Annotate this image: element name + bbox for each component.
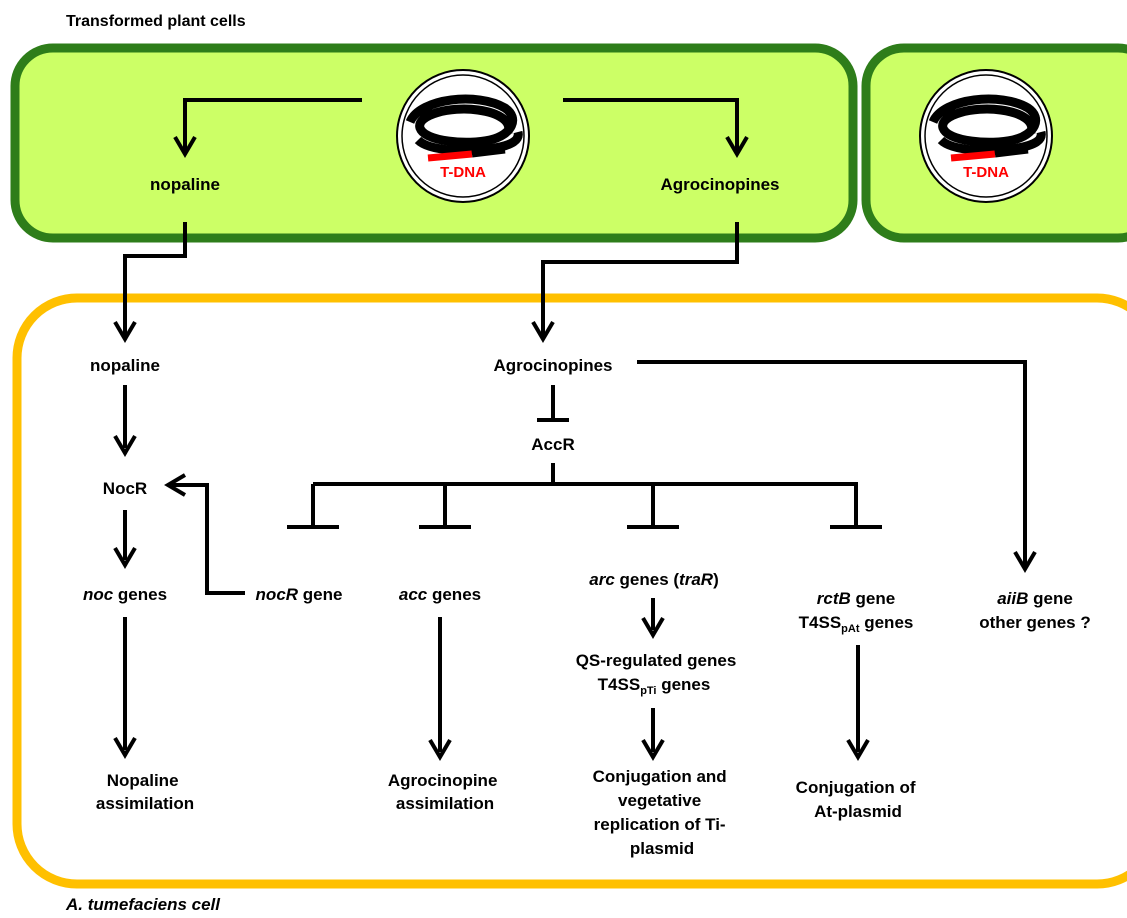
tdna-to-agrocinopines-arrow [563,98,749,158]
agrocinopines-to-aiib-arrow [637,360,1037,573]
conjugation-ti-plasmid-label: Conjugation and vegetative replication o… [593,767,732,858]
accr-repression-tree [287,463,882,529]
tdna-nucleus-2: T-DNA [919,69,1053,203]
noc-genes-to-assimilation-arrow [113,617,137,759]
arc-genes-to-qs-genes-arrow [641,598,665,639]
nocr-gene-label: nocR gene [256,585,343,604]
tdna-label-1: T-DNA [440,164,486,181]
rctb-gene-label: rctB gene [817,589,895,608]
bacterium-cell-title: A. tumefaciens cell [65,895,221,914]
nocr-to-noc-genes-arrow [113,510,137,569]
accr-protein-label: AccR [531,435,574,454]
nopaline-assimilation-label: Nopaline assimilation [96,771,194,813]
rctb-to-conjugation-arrow [846,645,870,761]
nopaline-to-nocr-arrow [113,385,137,457]
other-genes-label: other genes ? [979,613,1090,632]
t4ss-pat-genes-label: T4SSpAt genes [799,613,914,635]
acc-genes-to-assimilation-arrow [428,617,452,761]
tdna-nucleus-1: T-DNA [396,69,530,203]
noc-genes-label: noc genes [83,585,167,604]
acc-genes-label: acc genes [399,585,481,604]
nopaline-transport-arrow [113,222,187,343]
qs-regulated-genes-label: QS-regulated genes [576,651,737,670]
tdna-label-2: T-DNA [963,164,1009,181]
bact-nopaline-label: nopaline [90,356,160,375]
t4ss-pti-genes-label: T4SSpTi genes [598,675,711,697]
tdna-to-nopaline-arrow [173,98,362,158]
agrocinopines-inhibits-accr [537,385,569,422]
agrocinopines-transport-arrow [531,222,739,343]
arc-genes-label: arc genes (traR) [589,570,718,589]
bacterium-cell [12,293,1127,889]
plant-cells-title: Transformed plant cells [66,13,246,30]
plant-agrocinopines-label: Agrocinopines [660,175,779,194]
conjugation-at-plasmid-label: Conjugation of At-plasmid [796,778,921,821]
bact-agrocinopines-label: Agrocinopines [493,356,612,375]
aiib-gene-label: aiiB gene [997,589,1073,608]
nocr-protein-label: NocR [103,479,147,498]
plant-nopaline-label: nopaline [150,175,220,194]
agrocinopine-assimilation-label: Agrocinopine assimilation [388,771,502,813]
nocr-gene-to-nocr-arrow [164,473,245,595]
qs-genes-to-conjugation-arrow [641,708,665,761]
